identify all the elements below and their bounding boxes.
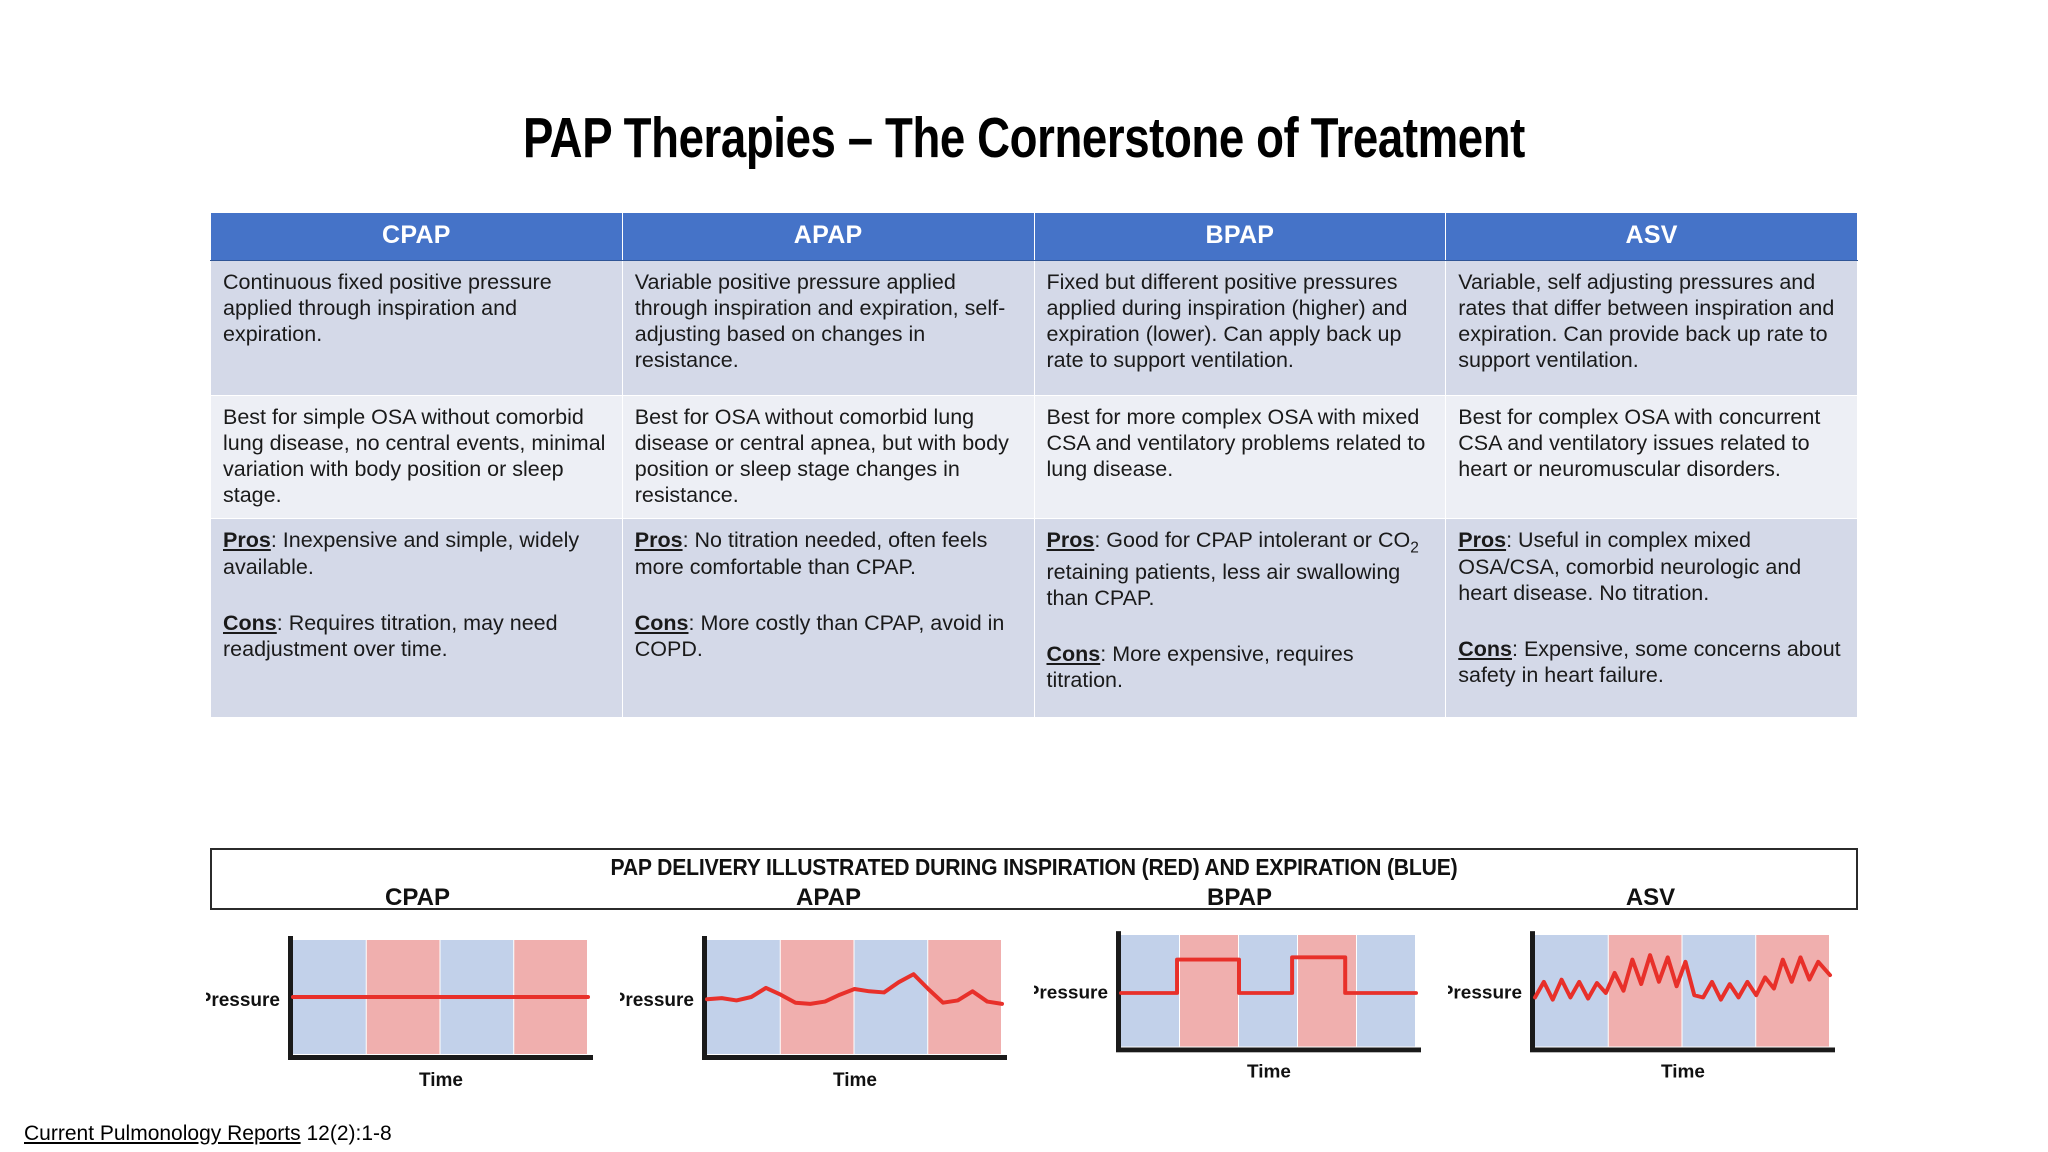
table-header-row: CPAP APAP BPAP ASV — [210, 212, 1858, 261]
y-axis-asv — [1530, 931, 1535, 1051]
table-row-description: Continuous fixed positive pressure appli… — [210, 259, 1858, 396]
band-group-bpap — [1121, 935, 1415, 1047]
x-axis-asv — [1530, 1047, 1835, 1053]
illustration-caption: PAP DELIVERY ILLUSTRATED DURING INSPIRAT… — [610, 854, 1458, 880]
y-axis-label-bpap: Pressure — [1034, 982, 1108, 1003]
band-group-apap — [707, 940, 1001, 1054]
illustration-label-row: CPAP APAP BPAP ASV — [212, 884, 1856, 912]
column-header-bpap: BPAP — [1033, 212, 1447, 261]
cons-label: Cons — [1458, 637, 1512, 662]
cell-bestfor-apap: Best for OSA without comorbid lung disea… — [621, 394, 1035, 520]
band-blue — [1239, 935, 1297, 1047]
pap-comparison-table: CPAP APAP BPAP ASV Continuous fixed posi… — [210, 212, 1858, 719]
cons-label: Cons — [223, 610, 277, 635]
pressure-trace-asv — [1533, 953, 1832, 1002]
x-axis-label-apap: Time — [833, 1070, 877, 1091]
cell-bestfor-asv: Best for complex OSA with concurrent CSA… — [1445, 394, 1858, 520]
column-header-asv: ASV — [1445, 212, 1858, 261]
column-header-cpap: CPAP — [210, 212, 623, 261]
cell-proscons-asv: Pros: Useful in complex mixed OSA/CSA, c… — [1445, 518, 1858, 719]
band-red — [1608, 935, 1682, 1047]
cell-proscons-cpap: Pros: Inexpensive and simple, widely ava… — [210, 518, 623, 719]
band-blue — [1357, 935, 1415, 1047]
page-title: PAP Therapies – The Cornerstone of Treat… — [523, 106, 1525, 170]
pros-text-cpap: : Inexpensive and simple, widely availab… — [223, 528, 580, 579]
band-red — [1180, 935, 1238, 1047]
x-axis-cpap — [288, 1055, 593, 1060]
cons-label: Cons — [634, 610, 689, 635]
illustration-label-apap: APAP — [796, 884, 861, 911]
band-blue — [1121, 935, 1179, 1047]
x-axis-label-bpap: Time — [1247, 1061, 1291, 1082]
cons-text-cpap: : Requires titration, may need readjustm… — [223, 610, 558, 662]
illustration-label-cpap: CPAP — [385, 884, 450, 911]
x-axis-label-cpap: Time — [419, 1070, 463, 1091]
illustration-label-bpap: BPAP — [1207, 884, 1272, 911]
cell-bestfor-bpap: Best for more complex OSA with mixed CSA… — [1033, 394, 1447, 520]
pros-label: Pros — [223, 528, 271, 553]
pros-label: Pros — [1046, 528, 1095, 553]
cons-text-bpap: : More expensive, requires titration. — [1046, 642, 1354, 693]
cell-description-bpap: Fixed but different positive pressures a… — [1033, 259, 1447, 396]
pressure-trace-bpap — [1119, 955, 1418, 995]
cell-proscons-bpap: Pros: Good for CPAP intolerant or CO2 re… — [1033, 518, 1447, 719]
x-axis-apap — [702, 1055, 1007, 1060]
y-axis-label-cpap: Pressure — [206, 990, 280, 1011]
band-red — [1298, 935, 1356, 1047]
y-axis-label-apap: Pressure — [620, 990, 694, 1011]
y-axis-bpap — [1116, 931, 1121, 1051]
cons-text-asv: : Expensive, some concerns about safety … — [1458, 637, 1841, 688]
band-group-asv — [1535, 935, 1829, 1047]
spacer — [223, 580, 610, 610]
spacer — [635, 580, 1022, 610]
waveform-svg-asv: Pressure Time — [1448, 931, 1835, 1082]
cell-description-cpap: Continuous fixed positive pressure appli… — [210, 259, 623, 396]
citation-journal: Current Pulmonology Reports — [24, 1122, 301, 1145]
waveform-chart-asv: Pressure Time — [1448, 910, 1860, 1085]
cell-bestfor-cpap: Best for simple OSA without comorbid lun… — [210, 394, 623, 520]
column-header-apap: APAP — [621, 212, 1035, 261]
citation: Current Pulmonology Reports 12(2):1-8 — [24, 1122, 392, 1146]
waveform-chart-apap: Pressure Time — [620, 918, 1032, 1093]
waveform-svg-apap: Pressure Time — [620, 936, 1007, 1091]
x-axis-bpap — [1116, 1047, 1421, 1053]
y-axis-cpap — [288, 936, 293, 1058]
cons-label: Cons — [1046, 642, 1101, 666]
waveform-chart-bpap: Pressure Time — [1034, 910, 1446, 1085]
pressure-trace-apap — [705, 972, 1004, 1006]
cons-text-apap: : More costly than CPAP, avoid in COPD. — [634, 610, 1005, 662]
spacer — [1458, 606, 1845, 636]
illustration-banner: PAP DELIVERY ILLUSTRATED DURING INSPIRAT… — [210, 848, 1858, 912]
pros-label: Pros — [1458, 528, 1507, 553]
cell-description-apap: Variable positive pressure applied throu… — [621, 259, 1035, 396]
band-blue — [1535, 935, 1608, 1047]
waveform-svg-cpap: Pressure Time — [206, 936, 593, 1091]
band-red — [1756, 935, 1829, 1047]
band-red — [780, 940, 854, 1054]
waveform-svg-bpap: Pressure Time — [1034, 931, 1421, 1082]
table-row-best-for: Best for simple OSA without comorbid lun… — [210, 394, 1858, 520]
pros-text-bpap: : Good for CPAP intolerant or CO2 retain… — [1046, 528, 1419, 610]
pros-text-asv: : Useful in complex mixed OSA/CSA, comor… — [1458, 528, 1802, 605]
illustration-label-asv: ASV — [1625, 884, 1676, 911]
table-row-pros-cons: Pros: Inexpensive and simple, widely ava… — [210, 518, 1858, 719]
y-axis-label-asv: Pressure — [1448, 982, 1522, 1003]
band-blue — [854, 940, 928, 1054]
waveform-chart-cpap: Pressure Time — [206, 918, 618, 1093]
citation-detail: 12(2):1-8 — [300, 1122, 392, 1145]
cell-proscons-apap: Pros: No titration needed, often feels m… — [621, 518, 1035, 719]
pros-text-apap: : No titration needed, often feels more … — [634, 528, 988, 579]
x-axis-label-asv: Time — [1661, 1061, 1705, 1082]
y-axis-apap — [702, 936, 707, 1058]
pros-label: Pros — [634, 528, 683, 553]
cell-description-asv: Variable, self adjusting pressures and r… — [1445, 259, 1858, 396]
spacer — [1047, 611, 1434, 641]
